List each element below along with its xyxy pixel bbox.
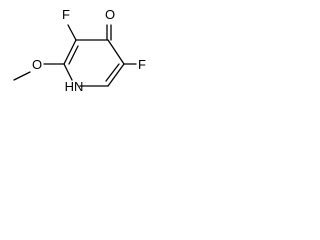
- bond-c3-f: [67, 24, 77, 41]
- bond-c2-c3-double: [68, 45, 79, 65]
- bond-o-methyl: [13, 71, 31, 81]
- bond-n1-c2: [63, 63, 73, 81]
- bond-c2-c3: [63, 39, 77, 65]
- bond-c4-c5: [107, 39, 125, 65]
- bond-c5-c6-double: [105, 63, 120, 82]
- carbonyl-oxygen-label: O: [105, 7, 115, 22]
- ring-nitrogen-label: HN: [65, 79, 84, 94]
- fluorine-atom-label-right: F: [138, 57, 146, 72]
- methoxy-oxygen-label: O: [32, 57, 42, 72]
- chemical-structure-diagram: F O F O HN: [13, 7, 146, 94]
- fluorine-atom-label: F: [62, 7, 70, 22]
- bond-c5-c6: [107, 63, 125, 87]
